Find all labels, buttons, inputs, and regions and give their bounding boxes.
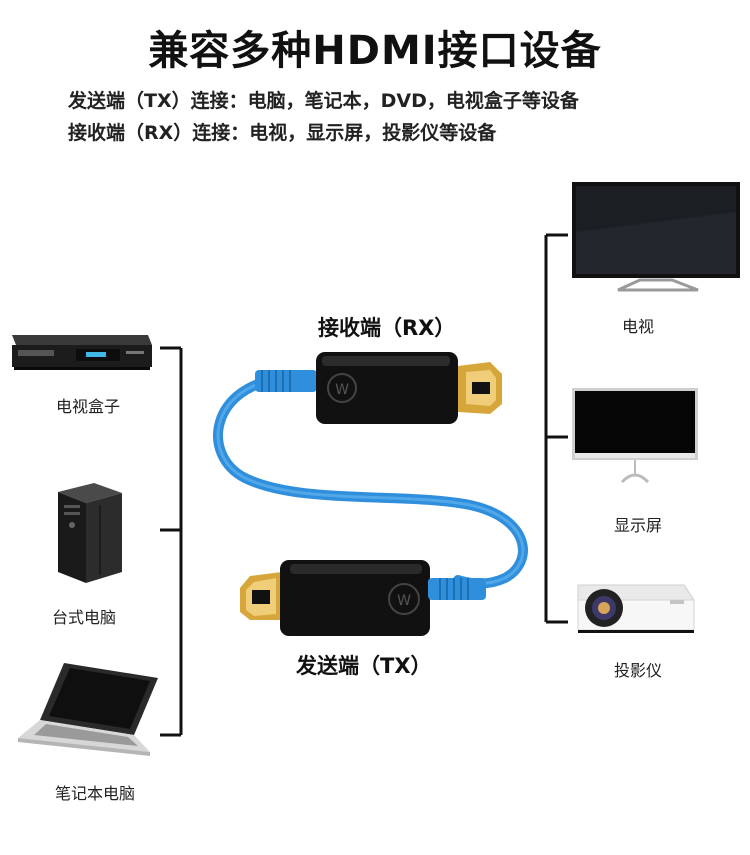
rx-hdmi-plug xyxy=(458,362,502,414)
svg-text:W: W xyxy=(335,382,349,398)
tx-module: W xyxy=(240,560,486,636)
desktop-pc-label: 台式电脑 xyxy=(51,608,116,627)
laptop-icon xyxy=(18,663,158,756)
monitor-label: 显示屏 xyxy=(613,516,662,535)
set-top-box-icon xyxy=(12,335,152,370)
tx-description: 发送端（TX）连接：电脑，笔记本，DVD，电视盒子等设备 xyxy=(68,90,579,112)
desktop-pc-icon xyxy=(58,483,122,583)
tv-icon xyxy=(572,182,740,292)
tx-hdmi-plug xyxy=(240,572,282,620)
set-top-box-label: 电视盒子 xyxy=(55,397,120,416)
svg-text:W: W xyxy=(397,593,411,609)
left-bracket xyxy=(160,346,183,737)
tx-strain-relief xyxy=(428,578,486,600)
rx-description: 接收端（RX）连接：电视，显示屏，投影仪等设备 xyxy=(68,122,497,144)
page-title: 兼容多种HDMI接口设备 xyxy=(148,28,602,74)
right-bracket xyxy=(544,233,568,624)
tx-module-label: 发送端（TX） xyxy=(296,654,432,678)
rx-strain-relief xyxy=(255,370,317,392)
tv-label: 电视 xyxy=(621,317,654,336)
projector-icon xyxy=(577,584,695,633)
laptop-label: 笔记本电脑 xyxy=(54,784,135,803)
rx-module-label: 接收端（RX） xyxy=(318,316,456,340)
monitor-icon xyxy=(572,388,698,484)
rx-module: W xyxy=(255,352,502,424)
projector-label: 投影仪 xyxy=(613,661,662,680)
